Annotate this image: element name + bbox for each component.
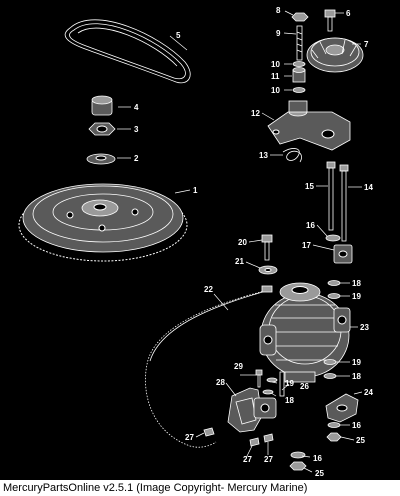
exploded-view-drawing: 5 4 3 2 1 8 6 7 9 10 11 10 12 13 14 15 1…: [18, 6, 373, 478]
callout-24: 24: [364, 388, 373, 397]
callout-13: 13: [259, 151, 268, 160]
part-washer-21[interactable]: [258, 265, 278, 275]
callout-3: 3: [134, 125, 139, 134]
callout-16c: 16: [313, 454, 322, 463]
callout-19c: 19: [285, 379, 294, 388]
callout-11: 11: [271, 72, 280, 81]
part-top-nut[interactable]: [291, 12, 309, 22]
part-washer-19a[interactable]: [327, 293, 341, 299]
part-wire-harness[interactable]: [145, 285, 273, 448]
part-flywheel[interactable]: [18, 183, 188, 262]
part-tensioner-bracket[interactable]: [267, 100, 351, 151]
part-washer-16a[interactable]: [325, 234, 341, 242]
callout-19b: 19: [352, 358, 361, 367]
part-nut-25a[interactable]: [326, 432, 342, 442]
part-screw-27c[interactable]: [263, 433, 274, 443]
part-washer-16c[interactable]: [290, 451, 306, 459]
part-washer-18c[interactable]: [262, 389, 274, 395]
callout-25a: 25: [356, 436, 365, 445]
callout-18a: 18: [352, 279, 361, 288]
part-washer-19b[interactable]: [323, 359, 337, 365]
part-screw-27a[interactable]: [203, 427, 215, 437]
part-washer-18b[interactable]: [323, 373, 337, 379]
callout-4: 4: [134, 103, 139, 112]
part-idler-pulley[interactable]: [306, 37, 364, 73]
callout-17: 17: [302, 241, 311, 250]
part-washer-10a[interactable]: [292, 61, 306, 67]
callout-2: 2: [134, 154, 139, 163]
callout-9: 9: [276, 29, 281, 38]
part-spacer-11[interactable]: [292, 67, 306, 83]
part-long-bolt-15[interactable]: [326, 161, 336, 231]
callout-5: 5: [176, 31, 181, 40]
callout-labels: 5 4 3 2 1 8 6 7 9 10 11 10 12 13 14 15 1…: [134, 6, 373, 478]
callout-28: 28: [216, 378, 225, 387]
callout-6: 6: [346, 9, 351, 18]
callout-21: 21: [235, 257, 244, 266]
callout-16b: 16: [352, 421, 361, 430]
callout-23: 23: [360, 323, 369, 332]
callout-10a: 10: [271, 60, 280, 69]
callout-20: 20: [238, 238, 247, 247]
part-long-bolt-14[interactable]: [339, 164, 349, 242]
part-washer[interactable]: [86, 153, 116, 165]
callout-8: 8: [276, 6, 281, 15]
part-washer-18a[interactable]: [327, 280, 341, 286]
callout-27b: 27: [243, 455, 252, 464]
part-spring[interactable]: [282, 148, 302, 163]
callout-10b: 10: [271, 86, 280, 95]
callout-18c: 18: [285, 396, 294, 405]
callout-27a: 27: [185, 433, 194, 442]
callout-25b: 25: [315, 469, 324, 478]
callout-1: 1: [193, 186, 198, 195]
callout-26: 26: [300, 382, 309, 391]
part-nut-25b[interactable]: [289, 461, 307, 471]
part-stud[interactable]: [296, 25, 303, 61]
part-stud-26[interactable]: [279, 371, 285, 397]
leader-lines: [117, 10, 363, 473]
callout-18b: 18: [352, 372, 361, 381]
copyright-footer: MercuryPartsOnline v2.5.1 (Image Copyrig…: [0, 480, 400, 496]
callout-27c: 27: [264, 455, 273, 464]
callout-16a: 16: [306, 221, 315, 230]
callout-22: 22: [204, 285, 213, 294]
callout-7: 7: [364, 40, 369, 49]
part-washer-19c[interactable]: [266, 377, 278, 383]
part-mount-bracket[interactable]: [325, 393, 359, 423]
callout-12: 12: [251, 109, 260, 118]
part-screw-29[interactable]: [255, 369, 263, 388]
part-pulley-bolt[interactable]: [324, 9, 336, 32]
part-bolt-20[interactable]: [261, 234, 273, 261]
part-alternator[interactable]: [259, 282, 351, 383]
part-belt[interactable]: [64, 19, 191, 84]
part-washer-10b[interactable]: [292, 87, 306, 93]
callout-19a: 19: [352, 292, 361, 301]
callout-14: 14: [364, 183, 373, 192]
part-bushing-17[interactable]: [333, 244, 353, 264]
callout-29: 29: [234, 362, 243, 371]
part-screw-27b[interactable]: [249, 437, 260, 447]
part-washer-16b[interactable]: [327, 422, 341, 428]
part-nut[interactable]: [88, 122, 116, 136]
part-spacer[interactable]: [91, 95, 113, 116]
part-regulator-bracket[interactable]: [227, 387, 277, 433]
callout-15: 15: [305, 182, 314, 191]
